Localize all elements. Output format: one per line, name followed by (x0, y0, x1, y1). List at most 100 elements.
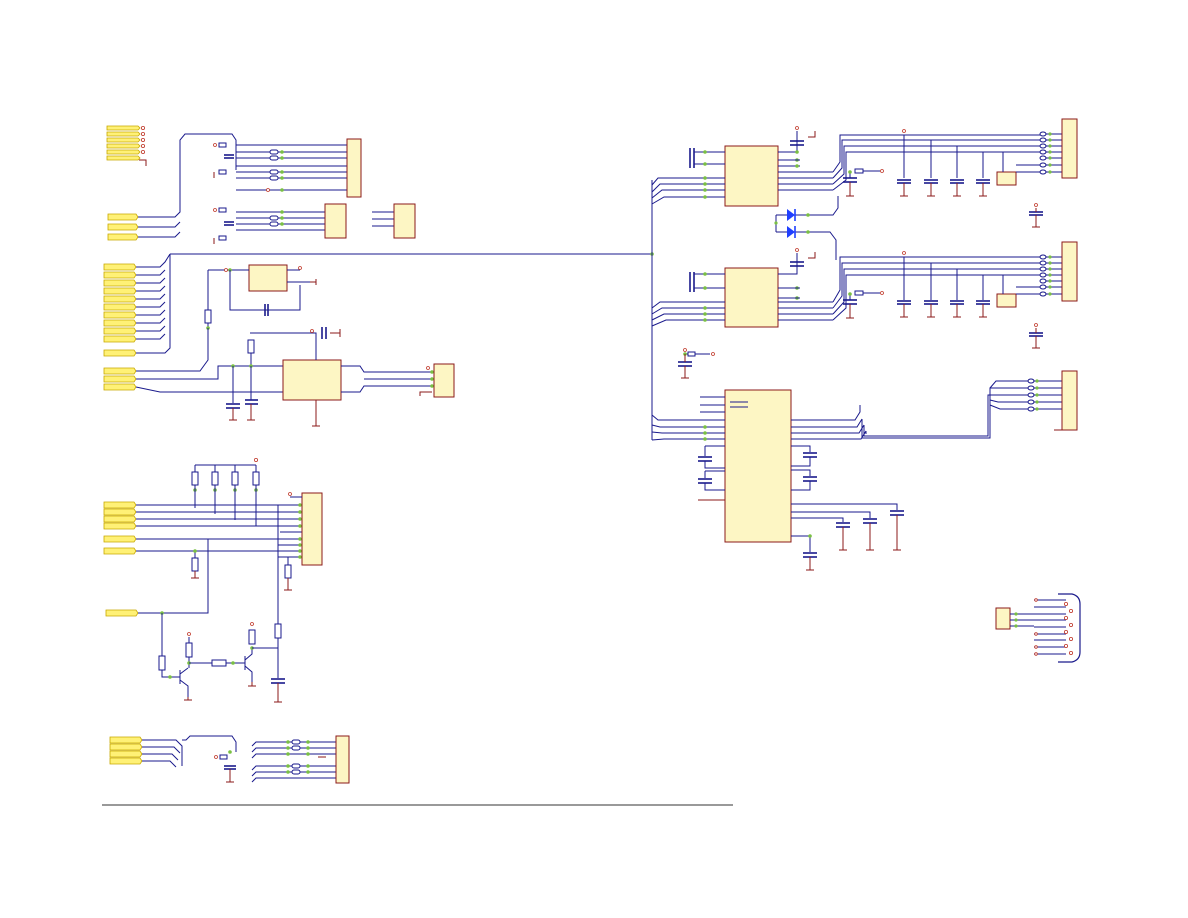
net-port-icon (103, 375, 137, 383)
serial-header (995, 607, 1011, 630)
power-marker-icon (795, 126, 799, 130)
ferrite-bead-icon (1027, 392, 1035, 398)
ferrite-bead-icon (1039, 131, 1047, 137)
power-marker-icon (310, 329, 314, 333)
ground-icon (191, 571, 199, 579)
resistor-icon (219, 754, 228, 760)
ground-icon (846, 182, 854, 197)
connector-j3 (393, 203, 416, 239)
transistor-icon (244, 648, 253, 682)
net-port-icon (106, 155, 141, 161)
power-marker-icon (880, 291, 884, 295)
resistor-icon (284, 564, 292, 579)
ferrite-bead-icon (1039, 272, 1047, 278)
ferrite-bead-icon (1027, 399, 1035, 405)
resistor-icon (211, 659, 227, 667)
right-lower-mcu-group (651, 370, 1078, 571)
transceiver-ic (282, 359, 342, 401)
power-marker-icon (140, 126, 145, 131)
ferrite-bead-icon (1027, 378, 1035, 384)
ferrite-bead-icon (291, 763, 301, 769)
output-connector-lower (1061, 370, 1078, 431)
output-connector-mid (1061, 241, 1078, 302)
resistor-icon (854, 290, 864, 296)
driver-ic-u2 (724, 267, 779, 328)
power-marker-icon (711, 352, 715, 356)
ground-icon (900, 304, 987, 318)
net-port-icon (106, 131, 141, 137)
net-port-icon (103, 535, 137, 543)
jumper-block (996, 293, 1017, 308)
ground-icon (247, 404, 255, 421)
resistor-icon (185, 642, 193, 658)
net-port-icon (103, 287, 137, 295)
ferrite-bead-icon (1039, 143, 1047, 149)
net-port-icon (103, 367, 137, 375)
microcontroller-u3 (724, 389, 792, 543)
power-marker-icon (140, 149, 145, 154)
net-port-icon (107, 233, 139, 241)
driver-ic-u1 (724, 145, 779, 207)
ferrite-bead-icon (1039, 155, 1047, 161)
left-lower-group (103, 457, 323, 703)
ground-icon (312, 400, 320, 427)
power-marker-icon (1034, 323, 1038, 327)
connector-j5 (301, 492, 323, 566)
ferrite-bead-icon (1027, 406, 1035, 412)
left-mid-port-group (103, 253, 455, 427)
ferrite-bead-icon (1039, 169, 1047, 175)
power-marker-icon (266, 188, 270, 192)
power-marker-icon (683, 348, 687, 352)
power-marker-icon (250, 622, 254, 626)
ground-icon (184, 697, 192, 701)
connector-j4 (433, 363, 455, 398)
resistor-icon (274, 623, 282, 639)
power-marker-icon (140, 131, 145, 136)
net-port-icon (103, 501, 137, 509)
net-port-icon (107, 223, 139, 231)
ferrite-bead-icon (1039, 162, 1047, 168)
net-port-icon (103, 547, 137, 555)
resistor-icon (158, 655, 166, 671)
net-port-icon (103, 271, 137, 279)
power-marker-icon (214, 755, 218, 759)
ground-icon (284, 578, 292, 591)
ferrite-bead-icon (269, 169, 279, 175)
right-mid-driver-group (651, 241, 1078, 349)
power-marker-icon (1034, 203, 1038, 207)
net-port-icon (106, 137, 141, 143)
diode-icon (787, 226, 795, 238)
net-port-icon (109, 736, 143, 744)
left-bottom-group (109, 735, 350, 784)
net-port-icon (103, 327, 137, 335)
net-port-icon (109, 743, 143, 751)
transistor-icon (179, 667, 189, 697)
power-marker-icon (253, 457, 258, 462)
ferrite-bead-icon (269, 149, 279, 155)
ground-icon (1032, 328, 1040, 349)
net-port-icon (103, 508, 137, 516)
connector-j2 (324, 203, 347, 239)
ground-icon (139, 159, 147, 166)
db9-connector-icon (1058, 593, 1081, 663)
oscillator-block (248, 264, 288, 292)
power-marker-icon (213, 208, 217, 212)
ferrite-bead-icon (291, 769, 301, 775)
power-marker-icon (880, 169, 884, 173)
ferrite-bead-icon (1039, 149, 1047, 155)
diode-icon (787, 209, 795, 221)
right-upper-driver-group (651, 118, 1078, 228)
diode-pair (774, 196, 839, 260)
ground-icon (808, 131, 816, 138)
ground-icon (330, 329, 341, 337)
net-port-icon (103, 522, 137, 530)
ground-icon (806, 557, 814, 571)
power-marker-icon (288, 492, 292, 496)
net-port-icon (107, 213, 139, 221)
power-marker-icon (213, 143, 217, 147)
ground-icon (229, 408, 237, 421)
power-marker-icon (224, 268, 228, 272)
resistor-icon (218, 169, 227, 175)
ferrite-bead-icon (269, 221, 279, 227)
